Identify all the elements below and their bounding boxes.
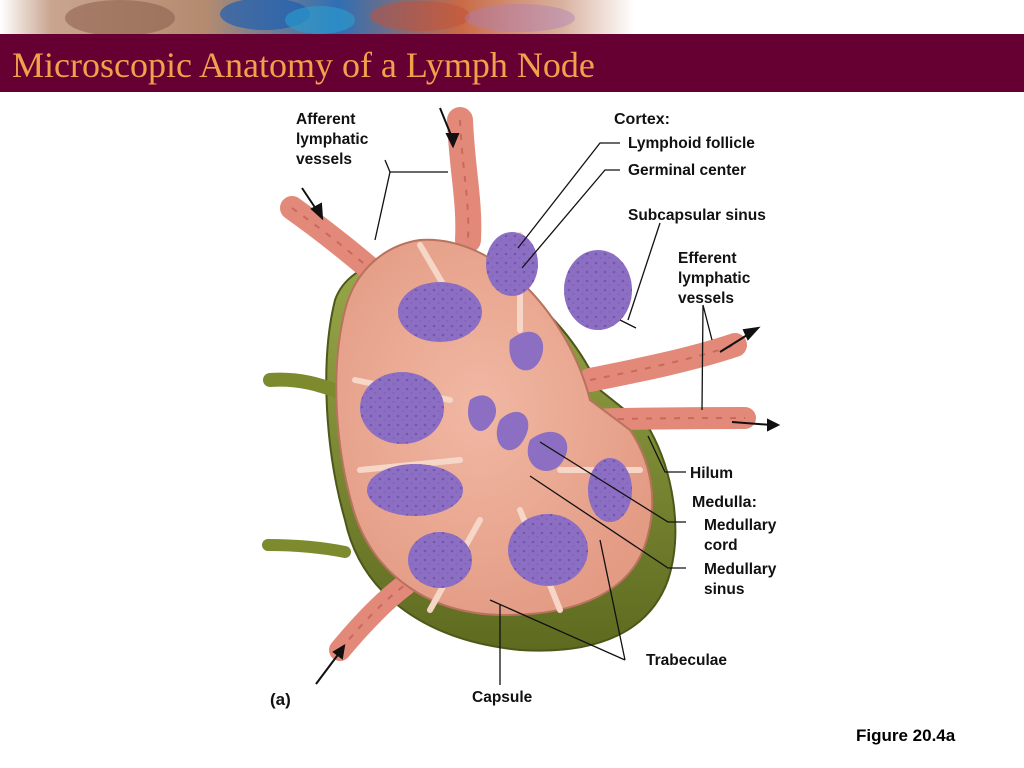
lymphoid-follicle [486, 232, 538, 296]
afferent-vessels [280, 107, 482, 661]
lymphoid-follicle [367, 464, 463, 516]
figure-reference: Figure 20.4a [856, 726, 956, 745]
afferent-vessels-label: Afferent lymphatic vessels [296, 111, 373, 168]
flow-arrows [301, 107, 781, 685]
medullary-cords [468, 331, 568, 471]
diagram-labels: Afferent lymphatic vessels Cortex: Lymph… [270, 111, 781, 709]
lymphoid-follicle [398, 282, 482, 342]
medulla-header: Medulla: [692, 494, 757, 511]
efferent-vessels-label: Efferent lymphatic vessels [678, 250, 755, 307]
slide-title: Microscopic Anatomy of a Lymph Node [12, 45, 595, 85]
lymphoid-follicles [360, 232, 632, 588]
banner-art [0, 0, 1024, 34]
lymphoid-follicle [508, 514, 588, 586]
panel-label: (a) [270, 690, 291, 709]
title-bar [0, 34, 1024, 92]
hilum-label: Hilum [690, 465, 733, 482]
germinal-center-label: Germinal center [628, 162, 746, 179]
lymphoid-follicle [360, 372, 444, 444]
lymphoid-follicle [408, 532, 472, 588]
subcapsular-sinus-label: Subcapsular sinus [628, 207, 766, 224]
decorative-banner [0, 0, 1024, 34]
lymphoid-follicle-label: Lymphoid follicle [628, 135, 755, 152]
lymphoid-follicle [564, 250, 632, 330]
efferent-vessels [578, 333, 756, 431]
trabeculae-label: Trabeculae [646, 652, 727, 669]
capsule-label: Capsule [472, 689, 533, 706]
lymphoid-follicle [588, 458, 632, 522]
cortex-header: Cortex: [614, 111, 670, 128]
leader-lines [374, 142, 713, 685]
medullary-cord-label: Medullary cord [704, 517, 781, 554]
medullary-sinus-label: Medullary sinus [704, 561, 781, 598]
